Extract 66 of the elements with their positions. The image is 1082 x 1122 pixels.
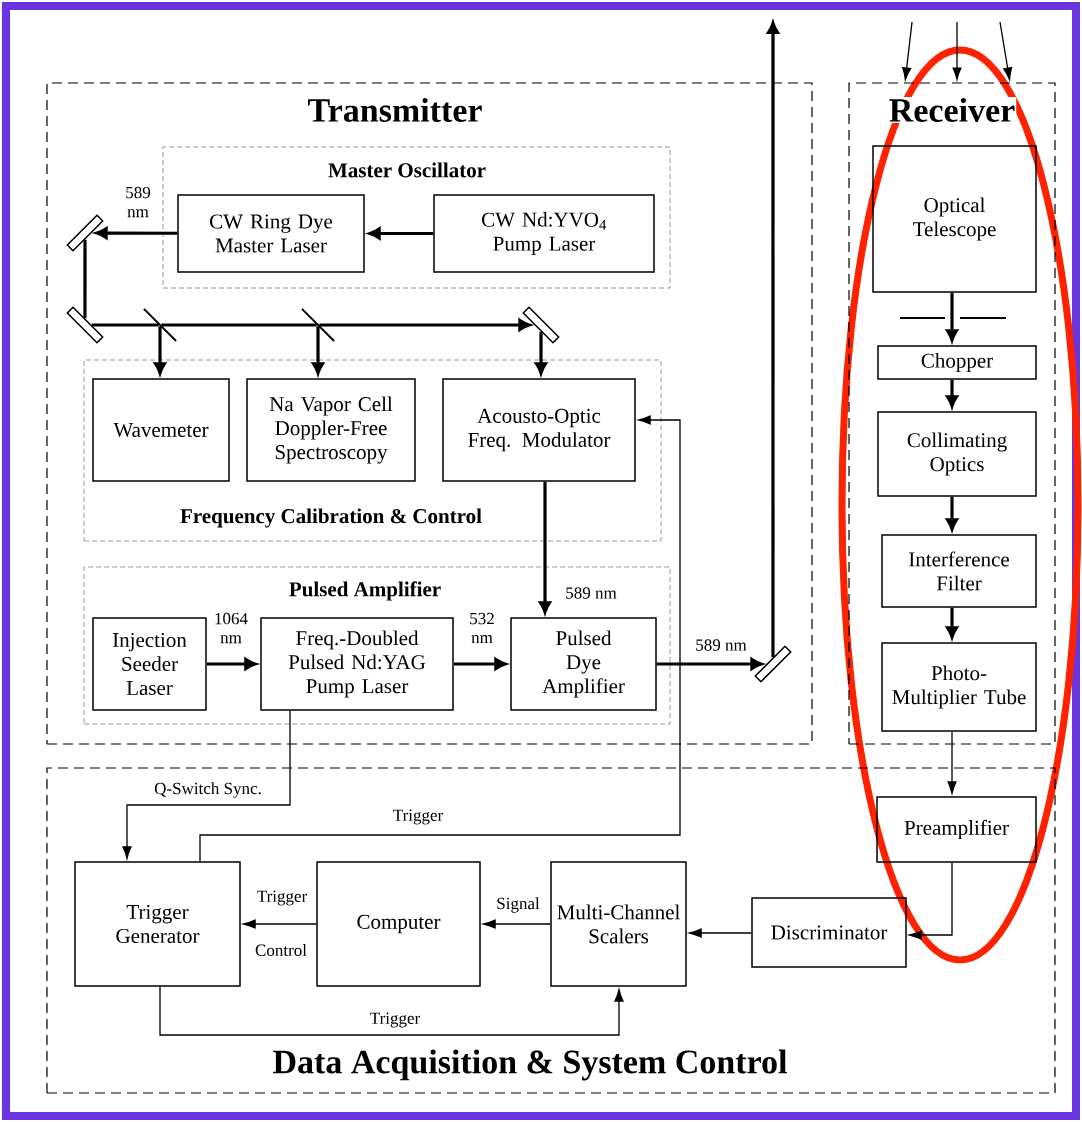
arrow	[999, 21, 1013, 81]
process-box: CW Ring Dye Master Laser	[177, 194, 365, 273]
arrow	[947, 731, 957, 794]
mirror-symbol	[522, 306, 560, 344]
arrow	[656, 658, 763, 670]
section-heading: Pulsed Amplifier	[287, 580, 443, 602]
section-heading: Master Oscillator	[327, 161, 487, 179]
arrow	[946, 496, 958, 531]
mirror-symbol	[754, 645, 792, 683]
arrow	[483, 919, 551, 929]
arrow	[312, 326, 324, 375]
signal-label: Control	[255, 944, 307, 956]
arrow	[206, 658, 257, 670]
arrow	[95, 227, 178, 239]
arrow	[122, 710, 291, 859]
section-heading: Transmitter	[306, 97, 484, 123]
edge-label: Trigger	[393, 809, 444, 825]
arrow	[946, 607, 958, 639]
edge-label: Trigger	[257, 890, 308, 906]
section-heading: Frequency Calibration & Control	[179, 507, 483, 529]
process-box: Freq.-Doubled Pulsed Nd:YAG Pump Laser	[260, 617, 454, 711]
arrow	[946, 379, 958, 408]
arrow	[952, 21, 962, 81]
process-box: Collimating Optics	[877, 411, 1037, 497]
mirror-symbol	[66, 306, 104, 344]
arrow	[319, 319, 531, 331]
edge-label: 1064 nm	[215, 612, 248, 644]
beam-splitter	[143, 308, 177, 342]
mirror-symbol	[66, 214, 104, 252]
arrow	[689, 928, 752, 938]
process-box: Acousto-Optic Freq. Modulator	[442, 378, 636, 482]
arrow	[535, 331, 547, 375]
arrow	[159, 986, 624, 1036]
arrow	[199, 415, 681, 862]
arrow	[453, 658, 507, 670]
process-box: Photo-Multiplier Tube	[881, 642, 1037, 732]
edge-label: Signal	[497, 897, 540, 913]
process-box: Chopper	[877, 345, 1037, 380]
process-box: Wavemeter	[92, 378, 230, 482]
section-heading: Data Acquisition & System Control	[271, 1048, 789, 1082]
beam-splitter	[301, 308, 335, 342]
process-box: Discriminator	[751, 897, 907, 968]
arrow	[909, 862, 953, 940]
edge-label: 532 nm	[470, 612, 494, 644]
edge-label: Q-Switch Sync.	[154, 782, 261, 798]
process-box: Interference Filter	[881, 534, 1037, 608]
process-box: Pulsed Dye Amplifier	[510, 617, 657, 711]
arrow	[243, 919, 317, 929]
process-box: Optical Telescope	[872, 145, 1037, 293]
section-heading: Receiver	[887, 97, 1017, 123]
edge-label: 589 nm	[126, 186, 151, 218]
arrow	[946, 292, 958, 342]
process-box: Trigger Generator	[74, 861, 241, 987]
arrow	[154, 326, 166, 375]
process-box: Computer	[316, 861, 481, 987]
arrow	[902, 21, 913, 81]
edge-label: Trigger	[370, 1012, 421, 1028]
process-box: CW Nd:YVO$_{4}$ Pump Laser	[433, 194, 655, 273]
process-box: Na Vapor Cell Doppler-Free Spectroscopy	[246, 378, 416, 482]
process-box: Injection Seeder Laser	[92, 617, 207, 711]
arrow	[539, 481, 551, 614]
arrow	[767, 21, 779, 658]
edge-label: 589 nm	[566, 587, 617, 599]
process-box: Preamplifier	[876, 796, 1037, 863]
process-box: Multi-Channel Scalers	[550, 861, 687, 987]
edge-label: 589 nm	[696, 639, 747, 651]
